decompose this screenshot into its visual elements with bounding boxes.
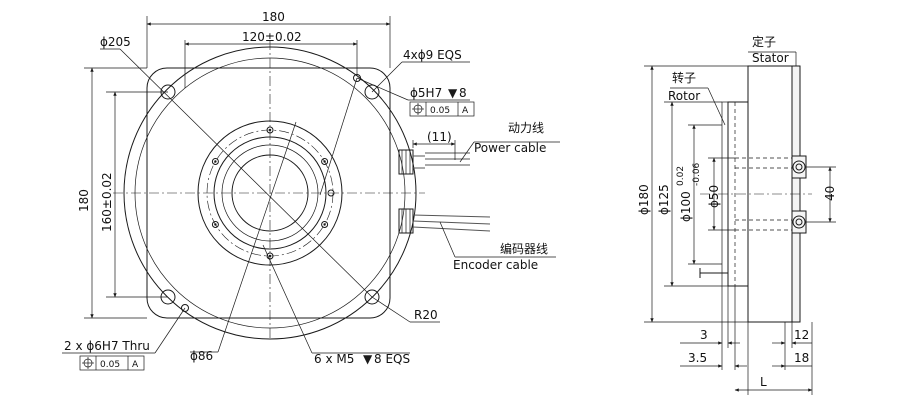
tapped-holes <box>211 126 335 260</box>
mount-hole-br <box>364 289 380 305</box>
svg-text:0.05: 0.05 <box>430 106 450 116</box>
svg-text:0.05: 0.05 <box>100 360 120 370</box>
encoder-cable-cn: 编码器线 <box>500 241 548 256</box>
dim-11: (11) <box>427 130 452 144</box>
dim-180-top: 180 <box>262 10 285 24</box>
side-view: 定子 Stator 转子 Rotor ϕ180 ϕ125 ϕ100 0.02 -… <box>637 34 837 395</box>
holes-4-label: 4xϕ9 EQS <box>403 48 462 62</box>
dim-120: 120±0.02 <box>242 30 302 44</box>
mount-hole-tr <box>364 84 380 100</box>
tapped-holes-label: 6 x M5 <box>314 352 354 366</box>
dim-12: 12 <box>794 328 809 342</box>
leader-205 <box>119 48 373 298</box>
dim-86: ϕ86 <box>190 349 213 363</box>
dim-180-left: 180 <box>77 189 91 212</box>
dim-3-5: 3.5 <box>688 351 707 365</box>
tolerance-frame-1: 0.05 A <box>409 101 475 117</box>
dim-d50: ϕ50 <box>707 185 721 208</box>
svg-text:A: A <box>462 106 469 116</box>
dim-d180: ϕ180 <box>637 184 651 215</box>
dim-d100-tol-dn: -0.06 <box>692 162 702 186</box>
power-cable-en: Power cable <box>474 141 546 155</box>
power-cable-cn: 动力线 <box>508 121 544 135</box>
dim-18: 18 <box>794 351 809 365</box>
rotor-en: Rotor <box>668 89 700 103</box>
encoder-cable-en: Encoder cable <box>453 258 538 272</box>
side-cable-glands <box>791 155 807 234</box>
pin-hole-label: ϕ5H7 <box>410 86 442 100</box>
stator-cn: 定子 <box>752 34 776 49</box>
tolerance-frame-2: 0.05 A <box>79 355 145 371</box>
rotor-cn: 转子 <box>672 70 696 85</box>
dim-L: L <box>760 375 767 389</box>
power-cable-gland <box>398 149 470 175</box>
pin-hole-bottom <box>181 304 189 312</box>
svg-text:▼: ▼ <box>448 86 458 100</box>
pin-depth: 8 <box>459 86 467 100</box>
svg-text:A: A <box>132 360 139 370</box>
radius-label: R20 <box>414 308 438 322</box>
svg-text:▼: ▼ <box>363 352 373 366</box>
dim-d100: ϕ100 <box>679 191 693 222</box>
dim-3: 3 <box>700 328 708 342</box>
stator-en: Stator <box>752 51 789 65</box>
tapped-depth: 8 EQS <box>374 352 410 366</box>
dim-40: 40 <box>823 186 837 201</box>
dim-d125: ϕ125 <box>657 184 671 215</box>
dim-160: 160±0.02 <box>100 172 114 232</box>
front-view: 180 120±0.02 180 160±0.02 ϕ205 4xϕ9 EQS … <box>62 10 560 371</box>
thru-holes-label: 2 x ϕ6H7 Thru <box>64 339 150 353</box>
encoder-cable-gland <box>398 208 491 234</box>
dim-205: ϕ205 <box>100 35 131 49</box>
dim-d100-tol-up: 0.02 <box>676 166 686 186</box>
